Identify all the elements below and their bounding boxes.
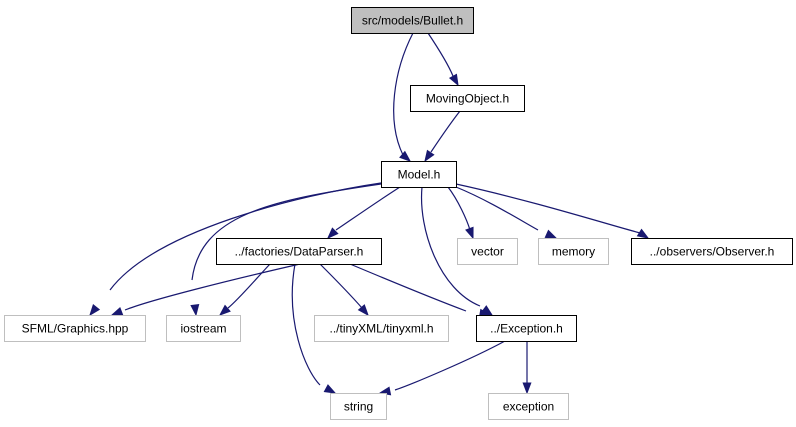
node-observer[interactable]: ../observers/Observer.h xyxy=(631,238,793,265)
arrowhead-model-to-vector xyxy=(465,226,474,240)
node-string: string xyxy=(330,393,387,420)
node-exception_h-box xyxy=(476,315,577,342)
arrowhead-exception_h-to-exception xyxy=(522,382,532,395)
edge-model-to-dataparser xyxy=(335,186,401,231)
node-bullet-box xyxy=(351,7,474,34)
node-sfml: SFML/Graphics.hpp xyxy=(4,315,146,342)
edge-exception_h-to-string xyxy=(394,340,506,391)
node-string-label: string xyxy=(344,400,373,414)
node-bullet[interactable]: src/models/Bullet.h xyxy=(351,7,474,34)
node-moving[interactable]: MovingObject.h xyxy=(410,85,525,112)
edge-dataparser-to-tinyxml xyxy=(319,263,363,309)
edges-layer xyxy=(89,32,650,396)
node-tinyxml: ../tinyXML/tinyxml.h xyxy=(314,315,449,342)
arrowhead-model-to-iostream xyxy=(190,304,200,317)
edge-dataparser-to-sfml xyxy=(124,263,301,311)
arrowhead-bullet-to-moving xyxy=(448,73,459,87)
node-vector-box xyxy=(457,238,518,265)
node-model-label: Model.h xyxy=(398,168,441,182)
edge-model-to-sfml xyxy=(109,182,382,291)
node-iostream-box xyxy=(166,315,241,342)
node-string-box xyxy=(330,393,387,420)
edge-model-to-observer xyxy=(455,183,641,234)
node-bullet-label: src/models/Bullet.h xyxy=(362,14,463,28)
node-exception-label: exception xyxy=(503,400,554,414)
node-exception_h-label: ../Exception.h xyxy=(490,322,563,336)
arrowhead-dataparser-to-string xyxy=(323,384,337,394)
node-model[interactable]: Model.h xyxy=(381,161,457,188)
nodes-layer: src/models/Bullet.hMovingObject.hModel.h… xyxy=(4,7,793,420)
node-exception: exception xyxy=(488,393,569,420)
node-iostream: iostream xyxy=(166,315,241,342)
node-memory: memory xyxy=(538,238,609,265)
node-memory-label: memory xyxy=(552,245,595,259)
node-exception_h[interactable]: ../Exception.h xyxy=(476,315,577,342)
arrowhead-dataparser-to-tinyxml xyxy=(357,304,369,317)
arrowhead-model-to-memory xyxy=(544,229,558,239)
edge-model-to-vector xyxy=(447,186,471,231)
node-tinyxml-box xyxy=(314,315,449,342)
edge-moving-to-model xyxy=(430,110,461,153)
node-dataparser[interactable]: ../factories/DataParser.h xyxy=(216,238,382,265)
node-dataparser-box xyxy=(216,238,382,265)
arrowhead-model-to-dataparser xyxy=(327,227,339,239)
edge-model-to-iostream xyxy=(191,183,382,281)
arrowhead-model-to-observer xyxy=(636,228,650,239)
node-observer-label: ../observers/Observer.h xyxy=(650,245,775,259)
edge-bullet-to-model xyxy=(393,32,414,156)
edge-bullet-to-moving xyxy=(427,32,454,77)
arrowhead-moving-to-model xyxy=(424,149,435,163)
node-observer-box xyxy=(631,238,793,265)
edge-model-to-memory xyxy=(455,186,539,231)
arrowhead-model-to-sfml xyxy=(89,303,101,317)
node-sfml-label: SFML/Graphics.hpp xyxy=(22,322,129,336)
node-iostream-label: iostream xyxy=(180,322,226,336)
node-dataparser-label: ../factories/DataParser.h xyxy=(235,245,364,259)
node-exception-box xyxy=(488,393,569,420)
node-memory-box xyxy=(538,238,609,265)
edge-model-to-exception_h xyxy=(420,186,481,307)
node-moving-label: MovingObject.h xyxy=(426,92,509,106)
arrowhead-dataparser-to-sfml xyxy=(110,307,124,316)
node-moving-box xyxy=(410,85,525,112)
arrowhead-dataparser-to-iostream xyxy=(218,304,231,316)
node-vector-label: vector xyxy=(471,245,504,259)
arrowhead-bullet-to-model xyxy=(399,150,412,162)
node-vector: vector xyxy=(457,238,518,265)
edge-dataparser-to-iostream xyxy=(227,263,271,309)
edge-dataparser-to-string xyxy=(291,263,321,386)
node-sfml-box xyxy=(4,315,146,342)
node-tinyxml-label: ../tinyXML/tinyxml.h xyxy=(329,322,433,336)
node-model-box xyxy=(381,161,457,188)
edge-dataparser-to-exception_h xyxy=(349,263,467,312)
